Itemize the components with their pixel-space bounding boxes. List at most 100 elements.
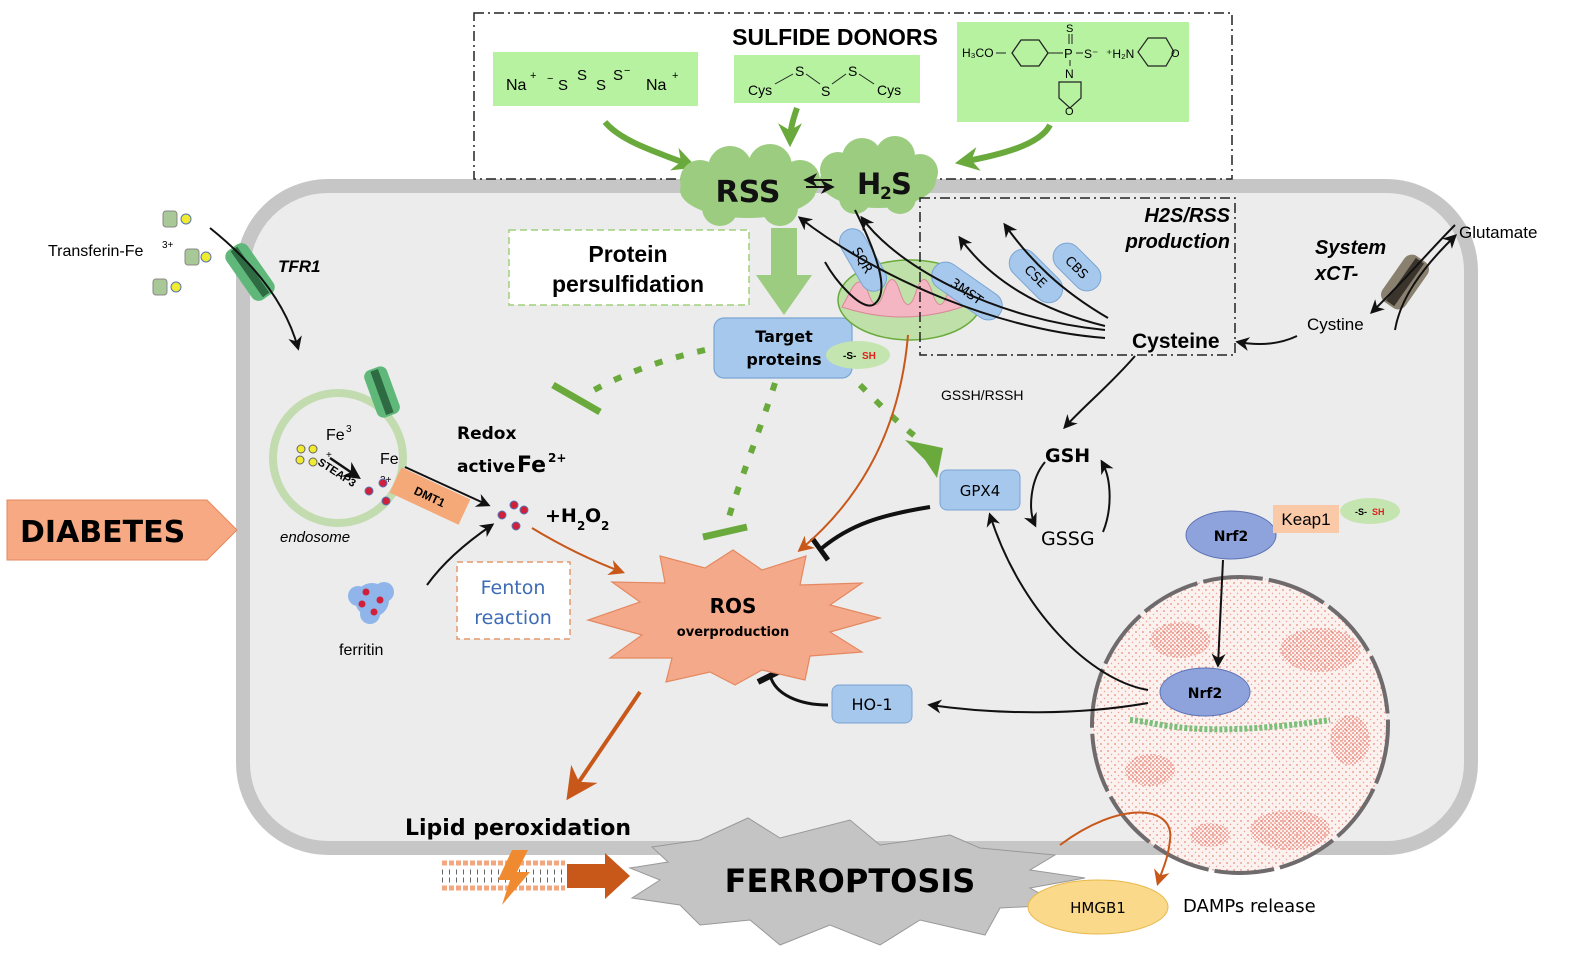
fe2-ions-endosome <box>364 478 391 506</box>
rss-label: RSS <box>716 175 781 210</box>
sulfur-atom: S <box>596 77 606 94</box>
na-right: Na <box>646 77 667 94</box>
nrf2-to-gpx4-arrow <box>986 512 1149 691</box>
fe3-ions <box>295 444 318 467</box>
nrf2-nucleus-label: Nrf2 <box>1188 686 1222 702</box>
transferrin-charge: 3+ <box>162 240 174 251</box>
h2s-production-box <box>919 197 1236 356</box>
cystine-import-arrow <box>1369 224 1456 314</box>
ferritin-release-arrow <box>426 523 495 586</box>
fe2-ions-free <box>497 500 529 531</box>
gsh-label: GSH <box>1045 445 1090 467</box>
charge-minus: − <box>547 73 553 85</box>
h2o2-sub2: 2 <box>601 519 609 533</box>
sulfur-atom: S <box>577 67 587 84</box>
tfr1-receptor <box>225 243 275 301</box>
fenton-line2: reaction <box>474 607 552 629</box>
sqr-loop <box>824 209 883 307</box>
h2o2-h: +H <box>545 505 577 527</box>
protein-persulfidation-box <box>508 229 750 306</box>
fe3-sup: 3 <box>346 424 352 435</box>
inhibition-bar-1 <box>551 381 602 416</box>
transferrin-label: Transferin-Fe <box>48 243 144 260</box>
fenton-box <box>456 561 571 640</box>
sulfur-atom: S <box>558 77 568 94</box>
fe3-plus: + <box>326 450 332 461</box>
cysteine-label: Cysteine <box>1132 330 1220 353</box>
nrf2-translocation-arrow <box>1211 559 1226 668</box>
sulfur-atom: S <box>613 67 623 84</box>
oxygen-atom: O <box>1065 106 1074 118</box>
ho1-box <box>831 684 913 724</box>
nrf2-nucleus <box>1159 667 1251 717</box>
nitrogen-atom: N <box>1065 67 1074 81</box>
dna-helix <box>1129 717 1331 733</box>
h2s-cloud: H 2 S <box>820 136 938 214</box>
tfr1-label: TFR1 <box>278 257 321 276</box>
target-proteins-line2: proteins <box>746 350 821 369</box>
gsh-to-gssg-arrow <box>1023 461 1046 528</box>
nucleus <box>1090 575 1390 875</box>
hmgb1-label: HMGB1 <box>1070 899 1126 917</box>
keap1-tag-sh: SH <box>1372 507 1385 517</box>
na-left: Na <box>506 77 527 94</box>
methoxy-group: H₃CO <box>962 46 994 60</box>
target-proteins-line1: Target <box>755 327 813 346</box>
cystine-label: Cystine <box>1307 315 1364 334</box>
sulfur-atom: S <box>848 63 857 79</box>
fe2-endosome-label: Fe <box>380 451 399 468</box>
redox-line1: Redox <box>457 424 516 444</box>
nrf2-cytoplasm <box>1185 510 1277 560</box>
donor-arrow-2 <box>778 106 803 148</box>
steap3-arrow <box>329 456 361 479</box>
keap1-tag-s: -S- <box>1355 507 1367 517</box>
sulfur-atom: S <box>1066 23 1073 35</box>
endosome-label: endosome <box>280 529 350 546</box>
sulfur-atom: S <box>821 83 830 99</box>
ros-to-lipid-arrow <box>566 690 642 801</box>
morpholinium-n: ⁺H₂N <box>1106 47 1134 61</box>
gssh-rssh-label: GSSH/RSSH <box>941 387 1023 403</box>
charge-plus: + <box>530 70 536 82</box>
hmgb1-release-arrow <box>1059 811 1172 887</box>
redox-fe: Fe <box>517 453 546 478</box>
oxygen-atom: O <box>1171 48 1180 60</box>
donor-arrow-3 <box>954 123 1053 171</box>
ho1-inhibition-bar <box>756 669 780 685</box>
keap1-label: Keap1 <box>1281 510 1330 529</box>
gssg-to-gsh-arrow <box>1100 459 1114 533</box>
production-box-line2: production <box>1125 231 1230 253</box>
sulfur-atom: S <box>795 63 804 79</box>
ferritin-icon <box>348 582 394 624</box>
h2o2-o: O <box>585 505 601 527</box>
h2s-label-s: S <box>891 167 912 201</box>
persulfide-tag <box>826 341 890 369</box>
activation-dotted <box>857 382 922 443</box>
activation-arrowhead <box>905 440 943 478</box>
protein-persulfidation-line2: persulfidation <box>552 271 704 297</box>
tfr1-endocytosis-arrow <box>209 227 302 351</box>
lightning-bolt-icon <box>498 850 530 905</box>
glutamate-label: Glutamate <box>1459 223 1537 242</box>
fe3-label: Fe <box>326 427 345 444</box>
ros-starburst <box>585 549 883 686</box>
ho1-label: HO-1 <box>851 695 892 714</box>
gpx4-label: GPX4 <box>960 482 1001 500</box>
transferrin-fe-group <box>152 210 212 296</box>
redox-fe-sup: 2+ <box>548 451 566 465</box>
rss-cloud: RSS <box>680 144 820 226</box>
enzyme-cbs: CBS <box>1052 242 1102 292</box>
charge-minus: − <box>624 65 630 77</box>
system-xct-line1: System <box>1315 237 1386 259</box>
arrow-cys-to-h2s <box>860 215 1106 331</box>
ros-title: ROS <box>710 594 757 618</box>
ho1-inhibits-ros <box>768 674 829 707</box>
dmt1-export-arrow <box>404 466 491 507</box>
donor-tetrasulfide: Na + − S S S S − Na + <box>493 52 698 106</box>
cysteine-to-gsh-arrow <box>1063 355 1136 430</box>
keap1-persulfide-tag <box>1340 498 1400 524</box>
h2s-label-h: H <box>857 167 881 201</box>
dmt1-transporter: DMT1 <box>389 467 471 525</box>
fenton-to-ros-arrow <box>531 527 625 575</box>
